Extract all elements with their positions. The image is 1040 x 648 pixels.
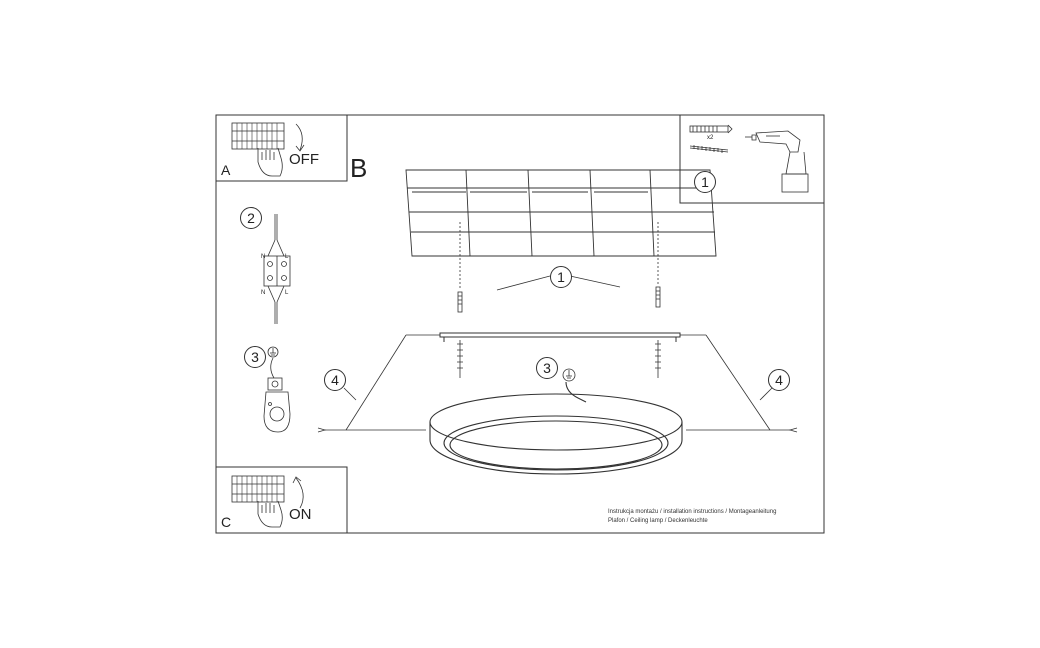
wire-label-top-n: N [261, 254, 266, 260]
dowel-quantity: x2 [707, 135, 714, 141]
step-4-screw-right: 4 [768, 369, 790, 391]
fuse-box-on-illustration [231, 475, 304, 528]
panel-c-action: ON [289, 506, 312, 523]
fuse-box-off-illustration [231, 122, 305, 177]
wire-label-bottom-l: L [285, 290, 289, 296]
ceiling-tiles [405, 169, 717, 257]
panel-c-box [215, 466, 348, 534]
step-4-screw-left: 4 [324, 369, 346, 391]
step-1-dowels: 1 [550, 266, 572, 288]
wiring-connector-illustration [263, 214, 291, 324]
panel-a-letter: A [221, 162, 231, 178]
sheet-border [215, 114, 825, 534]
off-arrow-icon [295, 123, 303, 151]
tools-illustration [689, 124, 809, 193]
panel-a-box [215, 114, 348, 182]
step-2-wiring: 2 [240, 207, 262, 229]
ground-symbol-icon [267, 346, 279, 358]
caption-line-2: Plafon / Ceiling lamp / Deckenleuchte [608, 518, 708, 524]
tools-box [679, 114, 825, 204]
ground-terminal-illustration [263, 346, 291, 433]
wire-label-top-l: L [285, 254, 289, 260]
dowel-left [457, 222, 463, 378]
step-3-ground-left: 3 [244, 346, 266, 368]
panel-b-letter: B [350, 153, 368, 183]
wire-label-bottom-n: N [261, 290, 266, 296]
caption-line-1: Instrukcja montażu / installation instru… [608, 509, 777, 515]
dowel-right [655, 222, 661, 378]
ground-icon [562, 368, 576, 382]
step-1-tools: 1 [694, 171, 716, 193]
panel-c-letter: C [221, 514, 232, 530]
panel-a-action: OFF [289, 151, 319, 168]
step-3-ground-main: 3 [536, 357, 558, 379]
ceiling-lamp [429, 381, 683, 475]
mounting-bracket [439, 332, 681, 342]
on-arrow-icon [295, 477, 304, 509]
